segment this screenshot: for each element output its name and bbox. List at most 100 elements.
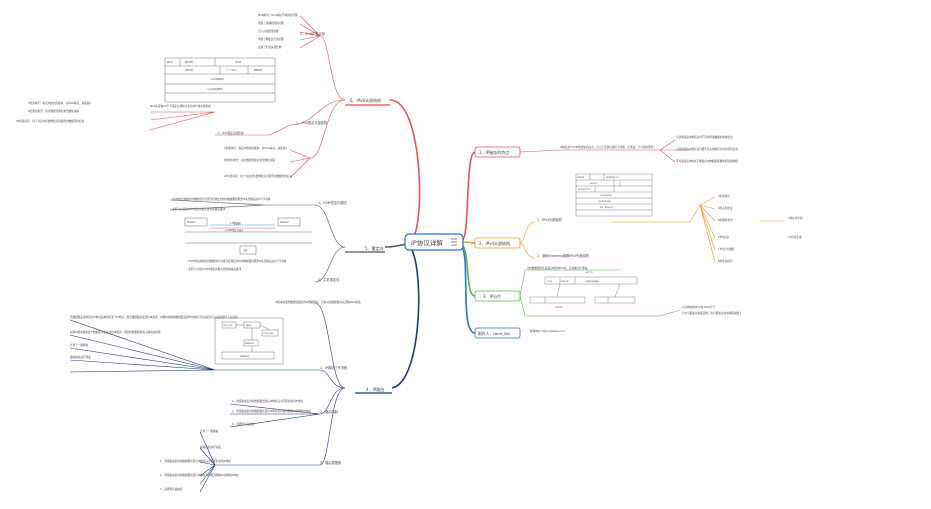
b6-header-note: IPv6头部由40字节固定头部和可变长的扩展头部组成 xyxy=(150,104,211,108)
b2-notes: 4位版本号 4位头部长度 8位服务类型 16位标识 13位分片偏移 8位生存时间… xyxy=(718,194,803,263)
ipv4-field-label: 32位源端IP地址 xyxy=(600,194,612,197)
branch-node-b6[interactable]: 6、IPv6头部结构 xyxy=(345,95,390,106)
branch-label-b6: 6、IPv6头部结构 xyxy=(350,97,381,103)
b4-notes: IP模块接收到数据链路层的IP数据报时，首先对该数据报的头部做CRC校验。 若数… xyxy=(70,300,363,491)
b6-items: IPv6解决了IPv4地址不够用的问题 增加了多播和流的功能 引入自动配置功能 … xyxy=(16,13,298,123)
connector-b1 xyxy=(461,151,476,241)
connector-b3 xyxy=(461,244,476,297)
b4-sub1: 1、IP模块工作流程 xyxy=(320,365,348,370)
b6-sub2: 2、IPv6扩展头部 xyxy=(300,31,326,36)
routing-label: IP输出队列 xyxy=(245,341,254,345)
routing-label: IP输入队列 xyxy=(223,323,232,327)
b6-fixed-notes: 1、IPv6固定头部结构 4位版本号：指定IP协议的版本，对IPv6来说，其值是… xyxy=(218,131,293,178)
branch-label-b2: 2、IPv4头部结构 xyxy=(479,240,510,246)
b6-note: 4位版本号：指定IP协议的版本，对IPv6来说，其值是6 xyxy=(224,146,287,150)
b6-field: 20位流标签：用于对实时性要求较高的服务的数据流的标识 xyxy=(16,119,85,123)
ipv4-field-label: 16位标识 xyxy=(590,182,597,185)
redirect-figure: Router1 Router2 主机 1 IP数据报 2 ICMP重定向报文 xyxy=(184,217,312,255)
b6-item: 改进了扩展头部结构 xyxy=(258,45,282,49)
b2-sub2: 2、使用tcpdump观察IPv4头部结构 xyxy=(537,253,589,258)
root-title: IP协议详解 xyxy=(411,238,443,247)
b4-sub2: 2、路由机制 xyxy=(320,409,338,414)
b4-note: 若数据报头部的目标IP地址是本机的某个IP地址，则该数据报是发送给本机的，IP模… xyxy=(70,315,238,319)
ipv6-field-label: 跳数限制 xyxy=(254,68,262,72)
b1-note: 无连接是指IP通信双方都不长久地维持对方的任何信息 xyxy=(676,147,738,151)
branch-node-author[interactable]: 制作人：Nerd_Wu xyxy=(474,327,521,339)
author-desc: 微博地址 https://weibo.com xyxy=(530,329,565,333)
b4-note: 如果IP模块发现这个数据报不是发送给本机的，则调用数据报转发子模块来处理 xyxy=(70,330,161,334)
b6-item: 引入自动配置功能 xyxy=(258,29,279,33)
b4-route-note: 2、查找路由表中和数据报的目标IP地址具有相同网路ID的网络IP地址 xyxy=(232,409,312,413)
b6-sub1: 1、IPv6固定头部结构 xyxy=(296,120,327,125)
branch-label-b1: 1、IP服务的特点 xyxy=(479,149,509,155)
b1-notes: 无状态是指IP通信双方不同步传输数据的状态信息 无连接是指IP通信双方都不长久地… xyxy=(676,135,738,163)
b2-note: 4位头部长度 xyxy=(718,206,733,210)
b6-field: 8位通信类型：指示数据流通信类型或优先级 xyxy=(28,109,79,113)
redirect-label: 2 ICMP重定向报文 xyxy=(225,228,244,232)
b5-sub1: 1、ICMP重定向报文 xyxy=(318,200,348,205)
routing-label: ICMP重定向 xyxy=(263,331,273,335)
branch-node-b1[interactable]: 1、IP服务的特点 xyxy=(474,146,521,158)
ipv6-field-label: 通信类型 xyxy=(185,60,193,64)
fragment-label: 1501字节 xyxy=(585,271,593,274)
ipv4-field-label: 8位服务类型(TOS) xyxy=(606,176,620,179)
b6-note: 1、IPv6固定头部结构 xyxy=(218,131,244,135)
fragment-label: 1480字节 xyxy=(555,306,563,309)
b4-route-note: 3、选择默认路由项 xyxy=(232,422,255,426)
fragment-label: ICMP报文数据部分 xyxy=(585,280,600,283)
routing-figure: IP输入队列 路由表 ICMP重定向 IP输出队列 数据链路层 xyxy=(214,317,284,365)
b4-route-note: 1、查找路由表中和数据报的目标IP地址完全匹配的主机IP地址 xyxy=(232,399,304,403)
menu-icon xyxy=(451,238,457,246)
connector-author xyxy=(461,246,476,334)
b2-note: 4位版本号 xyxy=(718,194,730,198)
branch-node-b2[interactable]: 2、IPv4头部结构 xyxy=(474,237,521,249)
b4-update-note: 3、选择默认路由项 xyxy=(160,487,183,491)
ipv6-header-figure: 版本号 通信类型 流标签 净荷长度 下一个包头 跳数限制 128位源端地址 12… xyxy=(164,57,276,103)
branch-node-b5[interactable]: 5、重定向 xyxy=(345,245,385,253)
ipv4-field-label: 4位版本号 xyxy=(577,176,585,179)
ipv4-field-label: 选项，最多40字节 xyxy=(600,206,614,209)
redirect-label: 1 IP数据报 xyxy=(230,221,241,225)
b6-field: 4位版本号：指定IP协议的版本，对IPv6来说，其值是6 xyxy=(28,101,91,105)
b3-note: 分片可能发生在发送端，也可能发生在中转路由器上 xyxy=(682,311,742,315)
connector-b4 xyxy=(389,249,420,389)
ipv6-field-label: 128位源端地址 xyxy=(210,77,224,81)
ipv4-header-figure: 4位版本号 8位服务类型(TOS) 16位标识 8位生存时间(TTL) 32位源… xyxy=(575,173,653,217)
b1-desc: IP协议是TCP/IP协议族的动力，它为上层协议提供无状态、无连接、不可靠的服务… xyxy=(560,145,656,149)
ipv6-field-label: 下一个包头 xyxy=(226,68,236,72)
b3-notes: 以太网帧的MTU是1500字节 分片可能发生在发送端，也可能发生在中转路由器上 xyxy=(682,305,742,315)
fragment-label: IP头部 xyxy=(547,280,552,283)
branch-node-b3[interactable]: 3、IP分片 xyxy=(474,290,521,302)
b2-note: 8位生存时间 xyxy=(718,259,733,263)
b4-update-note: 计算下一跳路由 xyxy=(200,429,219,433)
redirect-label: Router2 xyxy=(280,221,289,224)
b5-para: ICMP重定向报文的数据部分包含引起重定向的IP数据报的原始IP头部和其后8字节… xyxy=(188,259,287,263)
ipv6-field-label: 净荷长度 xyxy=(185,68,193,72)
branch-connectors xyxy=(384,99,476,389)
b1-note: 无状态是指IP通信双方不同步传输数据的状态信息 xyxy=(676,135,733,139)
b2-note: 16位总长度 xyxy=(788,235,802,239)
b2-note: 16位标识 xyxy=(718,235,729,239)
b5-sub2: 2、主机重定向 xyxy=(318,277,339,282)
branch-label-author: 制作人：Nerd_Wu xyxy=(478,331,511,336)
branch-label-b3: 3、IP分片 xyxy=(483,293,501,299)
b6-item: IPv6解决了IPv4地址不够用的问题 xyxy=(258,13,298,17)
b4-note: 计算下一跳路由 xyxy=(70,343,89,347)
b3-desc: 当IP数据报的长度超过帧的MTU时，它将被分片传输。 xyxy=(527,266,590,270)
b4-update-note: 按路由表进行转发 xyxy=(200,445,221,449)
ipv6-field-label: 流标签 xyxy=(235,60,241,64)
b4-update-note: 1、查找路由表中和数据报的目标IP地址完全匹配的主机IP地址 xyxy=(160,459,232,463)
b5-note: 主机可以通过ICMP重定向报文更新路由表缓冲 xyxy=(172,207,225,211)
b6-item: 增加了网络安全的功能 xyxy=(258,37,284,41)
sub-labels: 1、IPv6固定头部结构 2、IPv6扩展头部 1、ICMP重定向报文 2、主机… xyxy=(296,31,656,465)
routing-label: 路由表 xyxy=(246,323,252,327)
ipv4-field-label: 8位生存时间(TTL) xyxy=(578,188,591,191)
root-node[interactable]: IP协议详解 xyxy=(404,233,464,251)
redirect-label: 主机 xyxy=(243,248,248,252)
connector-b6 xyxy=(389,99,421,241)
b2-note: 8位服务类型 xyxy=(718,218,733,222)
b2-sub1: 1、IPv4头部结构 xyxy=(537,217,562,222)
ipv6-field-label: 版本号 xyxy=(167,60,173,64)
branch-node-b4[interactable]: 4、IP路由 xyxy=(355,383,392,394)
